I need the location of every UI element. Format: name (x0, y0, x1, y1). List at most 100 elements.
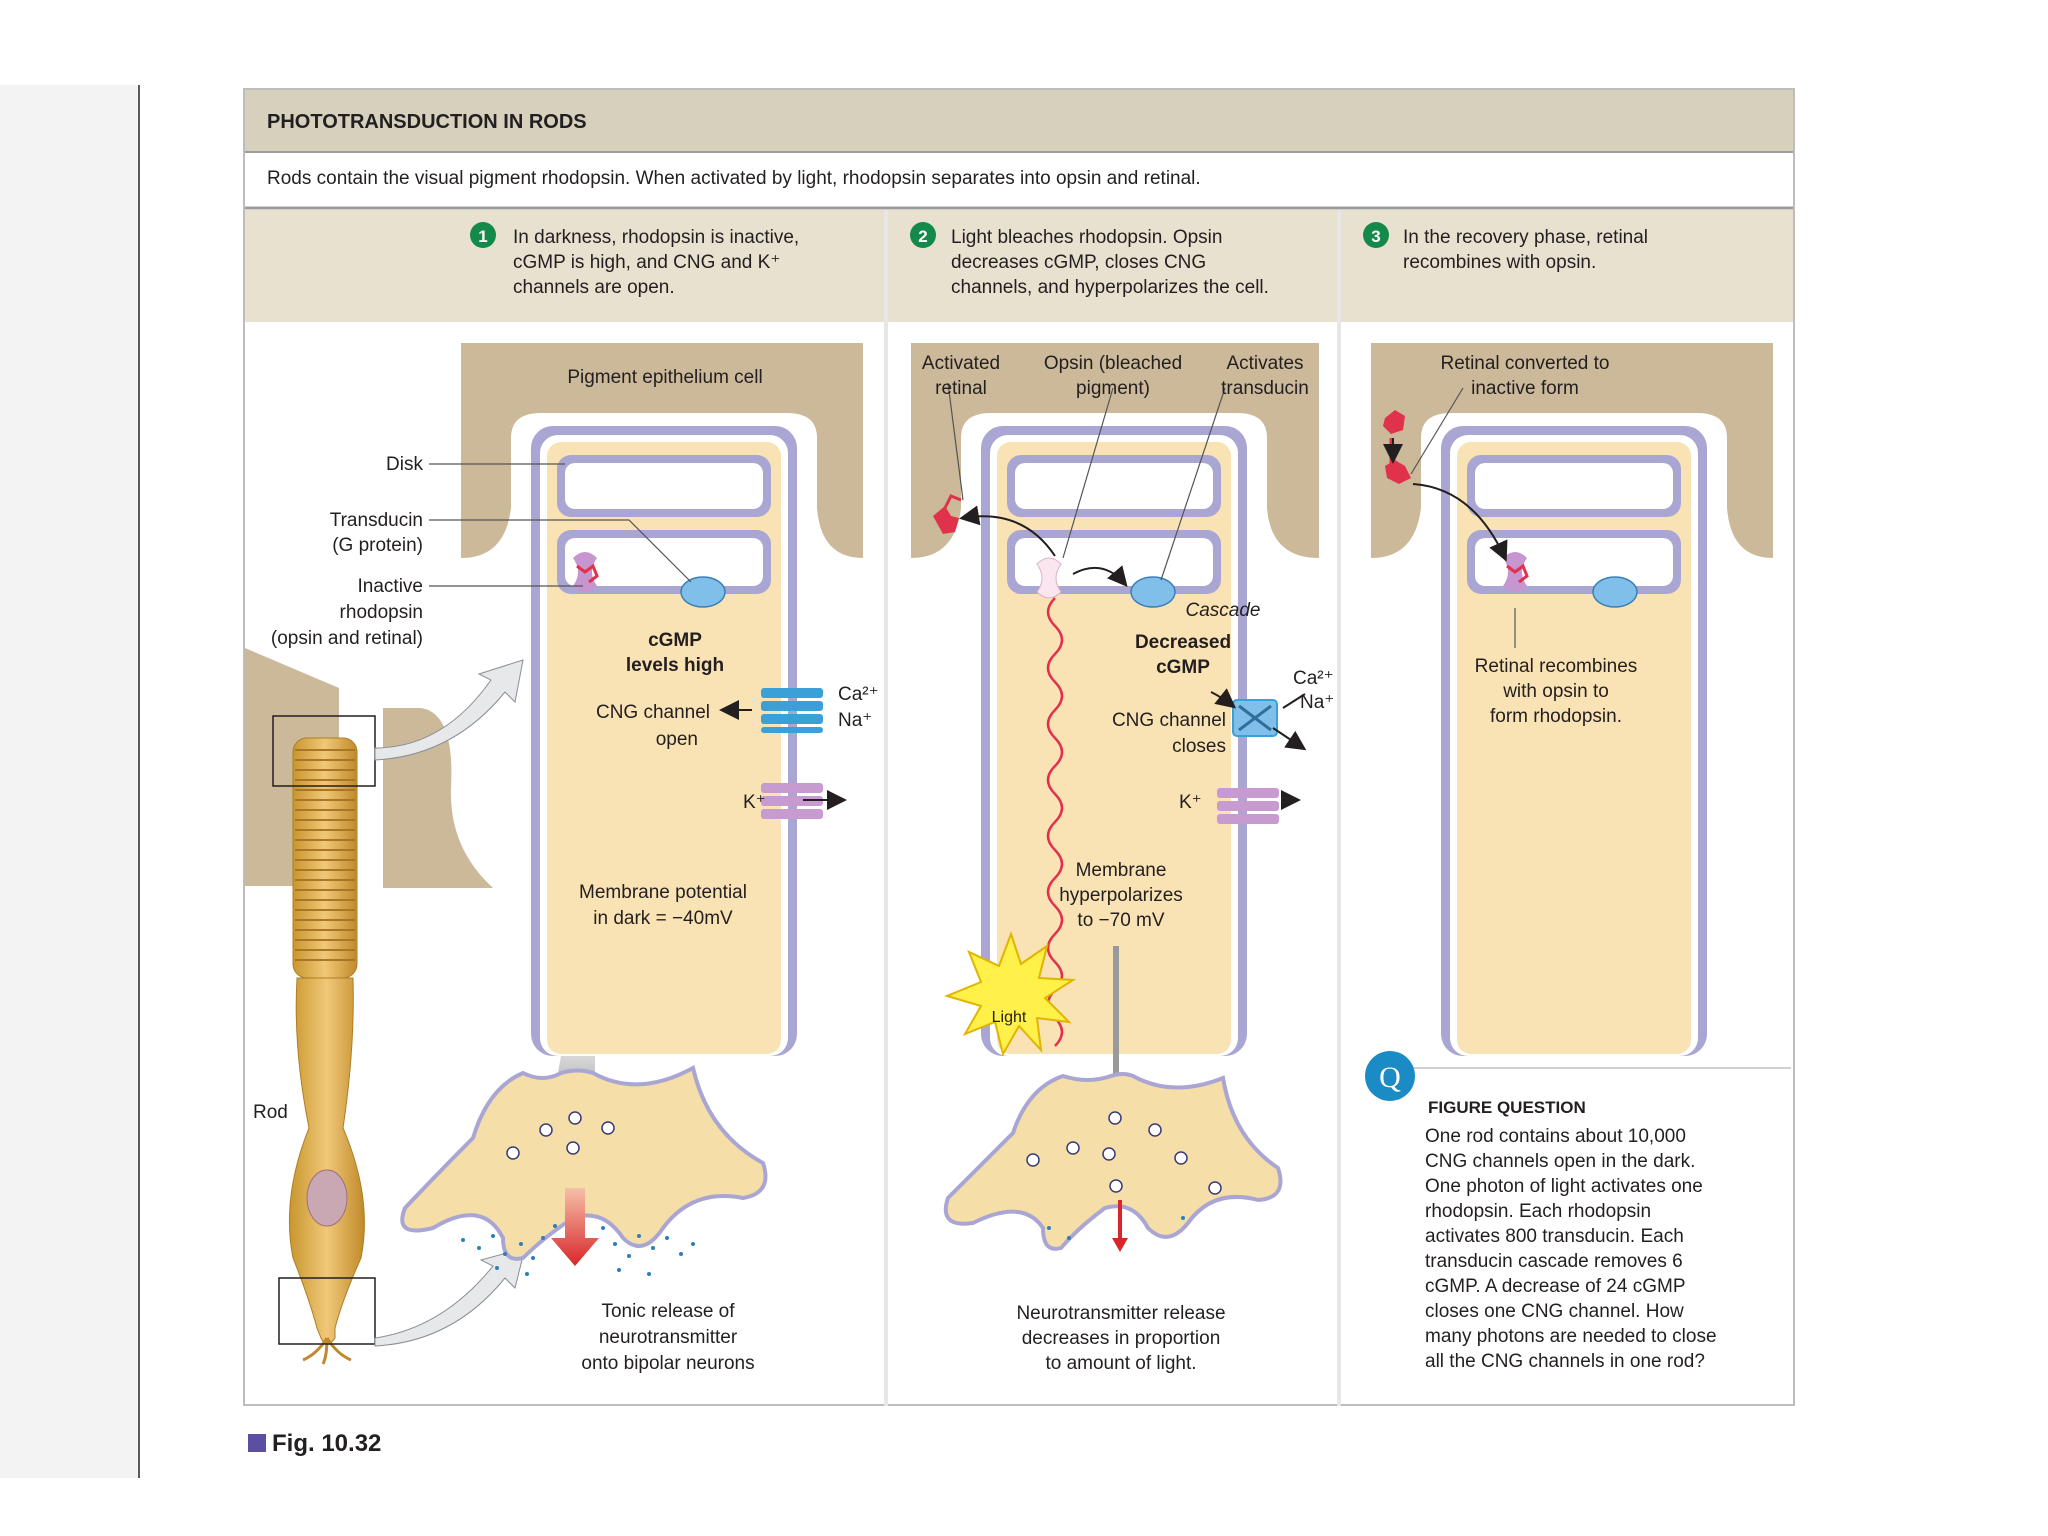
light-burst (943, 931, 1077, 1057)
retinal-converted-label: Retinal converted to (1441, 353, 1610, 374)
synaptic-terminal-1 (400, 1056, 768, 1276)
panel-1-cell (461, 343, 863, 1056)
svg-text:levels high: levels high (626, 655, 724, 676)
panel-3-cell (1371, 343, 1773, 1056)
release-decreases-label: Neurotransmitter release (1016, 1303, 1225, 1324)
svg-text:recombines with opsin.: recombines with opsin. (1403, 252, 1596, 273)
step-1: 1 In darkness, rhodopsin is inactive, cG… (470, 222, 799, 298)
step-3: 3 In the recovery phase, retinal recombi… (1363, 222, 1648, 273)
svg-text:form rhodopsin.: form rhodopsin. (1490, 706, 1622, 727)
svg-text:many photons are needed to clo: many photons are needed to close (1425, 1326, 1717, 1347)
svg-text:transducin: transducin (1221, 378, 1309, 399)
svg-text:to −70 mV: to −70 mV (1077, 910, 1164, 931)
membrane-potential-label: Membrane potential (579, 882, 747, 903)
svg-text:Q: Q (1379, 1061, 1401, 1094)
svg-text:rhodopsin: rhodopsin (340, 602, 423, 623)
k-ion-label: K⁺ (743, 792, 766, 813)
k-channel-2 (1217, 788, 1279, 824)
svg-text:One rod contains about 10,000: One rod contains about 10,000 (1425, 1126, 1686, 1147)
svg-text:retinal: retinal (935, 378, 987, 399)
step3-band (1341, 210, 1793, 322)
ca-ion-label-2: Ca²⁺ (1293, 668, 1334, 689)
svg-text:3: 3 (1371, 227, 1380, 246)
cascade-label: Cascade (1186, 600, 1261, 621)
intro-text: Rods contain the visual pigment rhodopsi… (267, 168, 1201, 189)
svg-text:to amount of light.: to amount of light. (1045, 1353, 1196, 1374)
svg-text:transducin cascade removes 6: transducin cascade removes 6 (1425, 1251, 1683, 1272)
activated-retinal-shape (933, 506, 959, 534)
svg-text:with opsin to: with opsin to (1502, 681, 1609, 702)
question-title: FIGURE QUESTION (1428, 1098, 1586, 1117)
step1-band (245, 210, 884, 322)
transducin-shape (680, 576, 726, 608)
svg-text:2: 2 (918, 227, 927, 246)
svg-text:One photon of light activates: One photon of light activates one (1425, 1176, 1703, 1197)
svg-text:neurotransmitter: neurotransmitter (599, 1327, 738, 1348)
panel-2-cell (911, 343, 1319, 1056)
synaptic-terminal-2 (943, 946, 1283, 1252)
decreased-cgmp-label: Decreased (1135, 632, 1231, 653)
k-ion-label-2: K⁺ (1179, 792, 1202, 813)
svg-text:rhodopsin. Each rhodopsin: rhodopsin. Each rhodopsin (1425, 1201, 1651, 1222)
retinal-recombines-label: Retinal recombines (1475, 656, 1638, 677)
cng-channel-closed (1232, 699, 1278, 737)
svg-text:pigment): pigment) (1076, 378, 1150, 399)
hyperpolarizes-label: Membrane (1076, 860, 1167, 881)
header-band (245, 90, 1793, 152)
svg-text:hyperpolarizes: hyperpolarizes (1059, 885, 1183, 906)
svg-text:(opsin and retinal): (opsin and retinal) (271, 628, 423, 649)
svg-text:CNG channels open in the dark.: CNG channels open in the dark. (1425, 1151, 1695, 1172)
svg-text:In darkness, rhodopsin is inac: In darkness, rhodopsin is inactive, (513, 227, 799, 248)
step2-badge (910, 222, 936, 248)
step-2: 2 Light bleaches rhodopsin. Opsin decrea… (910, 222, 1269, 298)
svg-text:inactive form: inactive form (1471, 378, 1579, 399)
svg-text:cGMP: cGMP (1156, 657, 1210, 678)
cgmp-high-label: cGMP (648, 630, 702, 651)
column-divider-2 (1337, 210, 1341, 1406)
k-channel (761, 783, 823, 819)
rod-label: Rod (253, 1102, 288, 1123)
inactive-rhodopsin-label: Inactive (358, 576, 423, 597)
step2-band (888, 210, 1337, 322)
svg-text:activates 800 transducin. Each: activates 800 transducin. Each (1425, 1226, 1684, 1247)
question-icon (1365, 1051, 1415, 1101)
svg-text:In the recovery phase, retinal: In the recovery phase, retinal (1403, 227, 1648, 248)
svg-text:open: open (656, 729, 698, 750)
svg-text:closes: closes (1172, 736, 1226, 757)
transducin-label: Transducin (330, 510, 423, 531)
activated-transducin-shape (1130, 576, 1176, 608)
step1-badge (470, 222, 496, 248)
phototransduction-figure: PHOTOTRANSDUCTION IN RODS Rods contain t… (243, 88, 1795, 1406)
na-ion-label: Na⁺ (838, 710, 872, 731)
light-label: Light (992, 1009, 1027, 1026)
svg-text:channels are open.: channels are open. (513, 277, 675, 298)
figure-marker-square (248, 1434, 266, 1452)
step3-badge (1363, 222, 1389, 248)
ca-ion-label: Ca²⁺ (838, 684, 879, 705)
column-divider-1 (884, 210, 888, 1406)
cng-channel-open (761, 688, 823, 733)
activates-transducin-label: Activates (1226, 353, 1303, 374)
svg-text:1: 1 (478, 227, 487, 246)
svg-text:closes one CNG channel. How: closes one CNG channel. How (1425, 1301, 1684, 1322)
na-ion-label-2: Na⁺ (1300, 692, 1334, 713)
figure-number: Fig. 10.32 (248, 1430, 381, 1458)
cng-closes-label: CNG channel (1112, 710, 1226, 731)
svg-text:cGMP is high, and CNG and K⁺: cGMP is high, and CNG and K⁺ (513, 252, 780, 273)
rod-cell-illustration (245, 648, 526, 1365)
left-margin-bar (0, 85, 140, 1478)
retinal-shape (576, 563, 599, 584)
figure-title: PHOTOTRANSDUCTION IN RODS (267, 111, 587, 133)
svg-text:in dark = −40mV: in dark = −40mV (593, 908, 733, 929)
activated-retinal-label: Activated (922, 353, 1000, 374)
bleached-opsin-shape (1036, 557, 1062, 599)
svg-text:all the CNG channels in one ro: all the CNG channels in one rod? (1425, 1351, 1705, 1372)
svg-text:onto bipolar neurons: onto bipolar neurons (581, 1353, 754, 1374)
disk-label: Disk (386, 454, 423, 475)
light-wave (1046, 597, 1064, 1047)
figure-question-box: Q FIGURE QUESTION One rod contains about… (1365, 1051, 1791, 1372)
tonic-release-label: Tonic release of (601, 1301, 735, 1322)
cng-open-label: CNG channel (596, 702, 710, 723)
opsin-label: Opsin (bleached (1044, 353, 1182, 374)
svg-text:Light bleaches rhodopsin. Opsi: Light bleaches rhodopsin. Opsin (951, 227, 1222, 248)
